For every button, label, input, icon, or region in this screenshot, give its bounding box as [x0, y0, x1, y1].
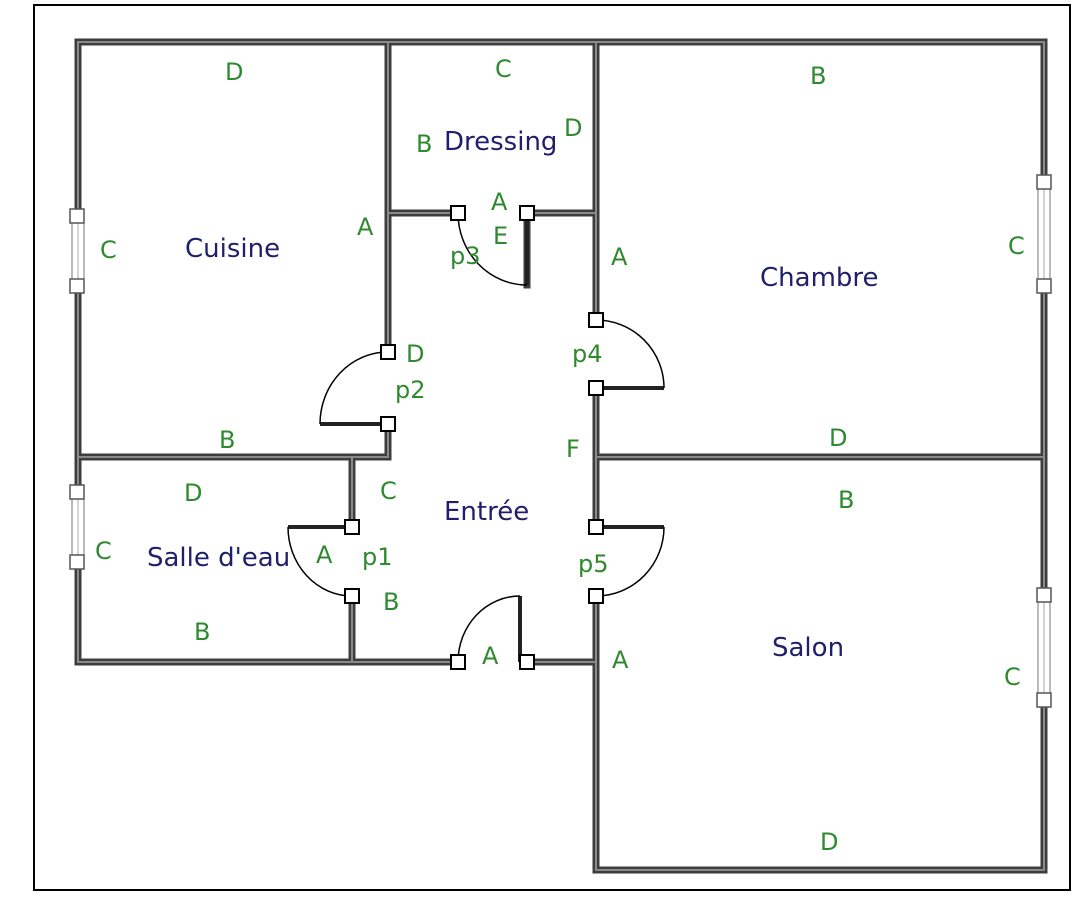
- door-label-p1: p1: [362, 543, 393, 571]
- window-cuisine: [69, 208, 85, 294]
- window-chambre: [1036, 174, 1052, 294]
- wall-label: C: [1008, 232, 1025, 260]
- wall-label: B: [810, 62, 826, 90]
- wall-label: B: [416, 130, 432, 158]
- windows: [69, 174, 1052, 708]
- wall-label: C: [100, 236, 117, 264]
- wall-label: D: [225, 58, 243, 86]
- door-jambs: [344, 205, 604, 670]
- wall-label: E: [493, 222, 508, 250]
- wall-label: D: [820, 828, 838, 856]
- wall-label: B: [219, 426, 235, 454]
- wall-label: D: [829, 424, 847, 452]
- door-p1: [287, 525, 353, 597]
- wall-label: D: [184, 479, 202, 507]
- door-p4: [595, 319, 665, 390]
- wall-labels: D C A B C B D A B A C D E D C F A A B D …: [95, 55, 1025, 856]
- door-label-p5: p5: [578, 550, 609, 578]
- room-names: Cuisine Dressing Chambre Entrée Salle d'…: [147, 127, 879, 663]
- room-chambre: Chambre: [760, 263, 879, 293]
- wall-label: D: [564, 114, 582, 142]
- wall-label: D: [406, 340, 424, 368]
- walls: [74, 38, 1048, 874]
- window-salon: [1036, 587, 1052, 708]
- wall-label: B: [194, 618, 210, 646]
- door-label-p4: p4: [572, 340, 603, 368]
- room-dressing: Dressing: [444, 127, 557, 157]
- wall-label: C: [495, 55, 512, 83]
- wall-label: F: [566, 435, 580, 463]
- doors: [287, 212, 665, 663]
- wall-label: C: [95, 537, 112, 565]
- wall-label: C: [380, 477, 397, 505]
- door-label-p2: p2: [395, 376, 426, 404]
- door-label-p3: p3: [450, 242, 481, 270]
- door-entrance: [457, 595, 522, 663]
- wall-label: B: [383, 588, 399, 616]
- wall-label: C: [1004, 663, 1021, 691]
- room-salon: Salon: [772, 633, 844, 663]
- room-salle-deau: Salle d'eau: [147, 543, 290, 573]
- room-cuisine: Cuisine: [185, 234, 280, 264]
- wall-label: A: [612, 646, 629, 674]
- wall-label: A: [611, 243, 628, 271]
- diagram-frame: [33, 4, 1071, 891]
- window-salle-deau: [69, 484, 85, 570]
- door-p3: [457, 212, 529, 286]
- wall-core: [77, 41, 1045, 871]
- door-p2: [319, 351, 389, 426]
- wall-label: A: [482, 642, 499, 670]
- room-entree: Entrée: [444, 497, 529, 527]
- wall-label: A: [491, 188, 508, 216]
- door-p5: [595, 525, 665, 597]
- wall-label: B: [838, 486, 854, 514]
- door-labels: p3 p2 p4 p1 p5: [362, 242, 609, 578]
- wall-label: A: [357, 213, 374, 241]
- wall-label: A: [316, 541, 333, 569]
